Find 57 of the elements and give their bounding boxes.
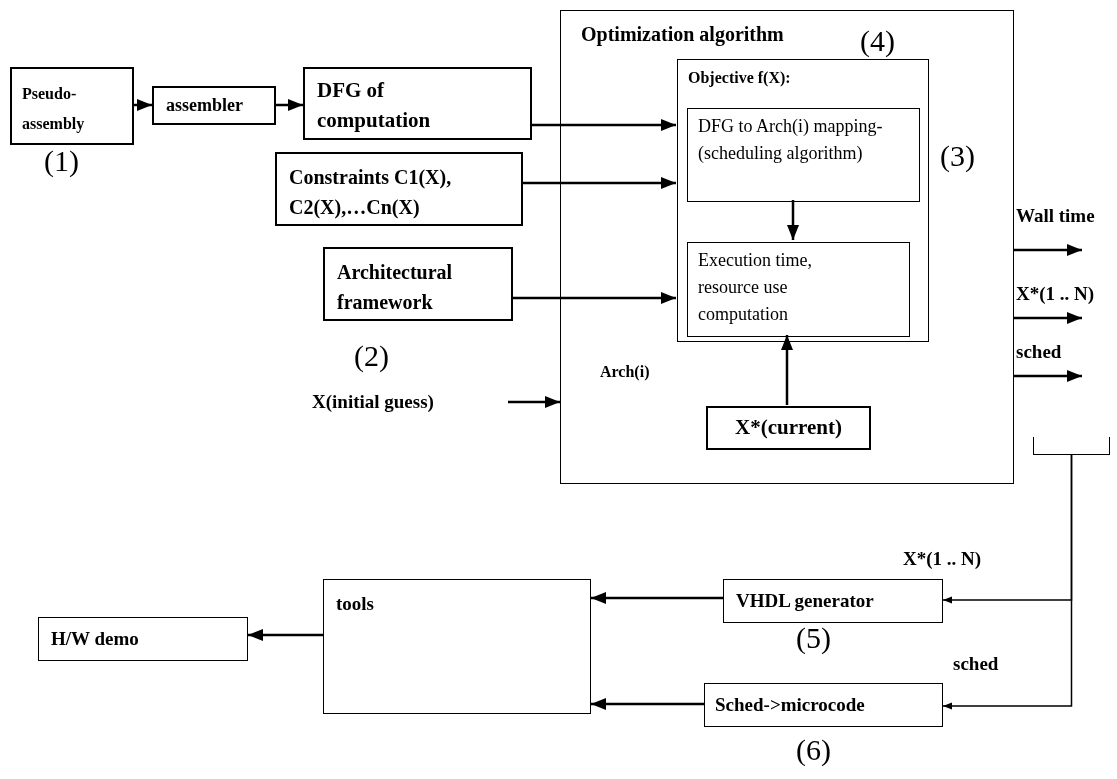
arrow bbox=[276, 99, 303, 111]
process-box bbox=[323, 247, 513, 321]
process-box bbox=[152, 86, 276, 125]
callout-number: (1) bbox=[44, 143, 79, 179]
callout-number: (4) bbox=[860, 23, 895, 59]
box-text: Pseudo- assembly bbox=[22, 85, 85, 132]
process-box bbox=[677, 59, 929, 342]
process-box bbox=[704, 683, 943, 727]
process-box bbox=[10, 67, 134, 145]
process-box bbox=[560, 10, 1014, 484]
arrow bbox=[513, 292, 676, 304]
arrow bbox=[1014, 370, 1082, 382]
box-text: X*(current) bbox=[735, 414, 842, 442]
arrow bbox=[532, 119, 676, 131]
box-text: Constraints C1(X), C2(X),…Cn(X) bbox=[289, 166, 452, 218]
process-box bbox=[687, 108, 920, 202]
process-box bbox=[687, 242, 910, 337]
arrow bbox=[591, 592, 723, 604]
bracket bbox=[1033, 437, 1110, 455]
edge-label: sched bbox=[953, 652, 999, 676]
arrow bbox=[1014, 244, 1082, 256]
box-text: Optimization algorithm bbox=[581, 23, 784, 45]
box-text: DFG to Arch(i) mapping-(scheduling algorithm) bbox=[698, 116, 883, 163]
callout-number: (6) bbox=[796, 732, 831, 768]
arrow bbox=[942, 454, 1073, 710]
arrow bbox=[248, 629, 323, 641]
edge-label: X*(1 .. N) bbox=[903, 547, 982, 571]
box-text: Architectural framework bbox=[337, 261, 453, 313]
process-box bbox=[706, 406, 871, 450]
callout-number: (5) bbox=[796, 620, 831, 656]
process-box bbox=[723, 579, 943, 623]
callout-number: (3) bbox=[940, 138, 975, 174]
arrow bbox=[781, 335, 793, 405]
box-text: DFG of computation bbox=[317, 78, 431, 132]
callout-number: (2) bbox=[354, 338, 389, 374]
arrow bbox=[134, 99, 152, 111]
box-text: X(initial guess) bbox=[312, 391, 434, 412]
arrow bbox=[787, 200, 799, 240]
edge-label: Wall time bbox=[1016, 204, 1095, 228]
box-text: H/W demo bbox=[51, 626, 139, 651]
arrow bbox=[591, 698, 704, 710]
box-text: VHDL generator bbox=[736, 588, 874, 613]
arrow bbox=[508, 396, 560, 408]
edge-label: X*(1 .. N) bbox=[1016, 282, 1095, 306]
arrow bbox=[1014, 312, 1082, 324]
arrow bbox=[523, 177, 676, 189]
process-box bbox=[303, 67, 532, 140]
process-box bbox=[275, 152, 523, 226]
box-text: assembler bbox=[166, 94, 243, 117]
edge-label: sched bbox=[1016, 340, 1062, 364]
box-text: Sched->microcode bbox=[715, 692, 865, 717]
box-text: Execution time, resource use computation bbox=[698, 250, 812, 324]
box-text: tools bbox=[336, 593, 374, 614]
process-box bbox=[38, 617, 248, 661]
process-box bbox=[323, 579, 591, 714]
box-text: Objective f(X): bbox=[688, 69, 791, 86]
signal-label: Arch(i) bbox=[600, 362, 650, 383]
